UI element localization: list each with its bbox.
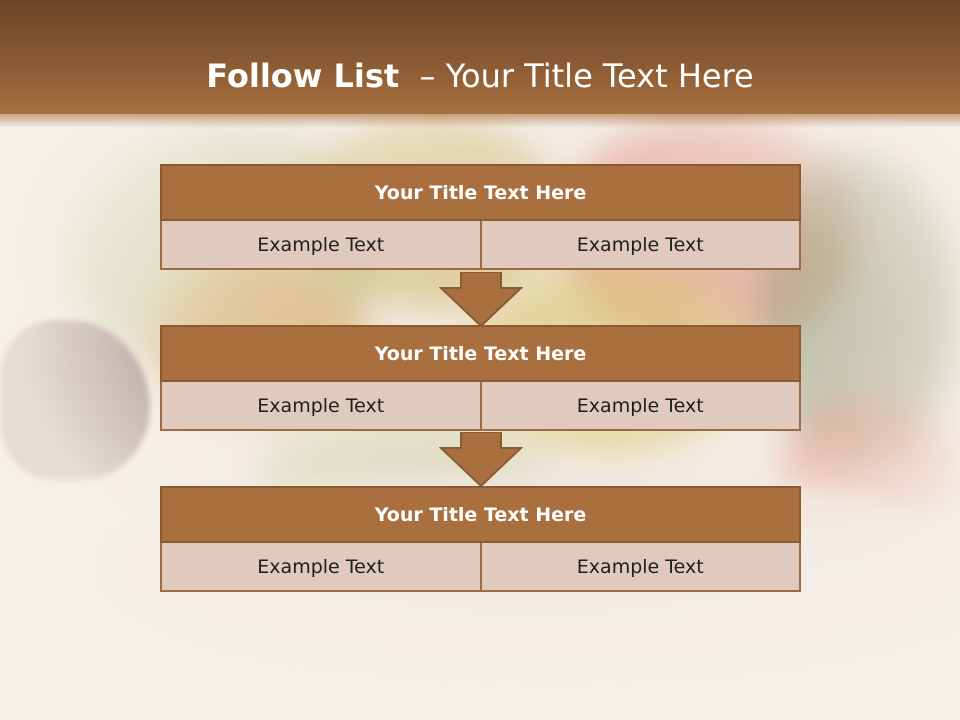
down-arrow-icon xyxy=(439,272,523,328)
page-title-rest: – Your Title Text Here xyxy=(399,57,754,95)
header-band xyxy=(0,0,960,128)
page-title-bold: Follow List xyxy=(206,57,400,95)
flow-block-title: Your Title Text Here xyxy=(160,486,801,543)
flow-block-1: Your Title Text Here Example Text Exampl… xyxy=(160,164,801,270)
flow-block-row: Example Text Example Text xyxy=(160,382,801,431)
flow-block-2: Your Title Text Here Example Text Exampl… xyxy=(160,325,801,431)
flow-block-cell-left: Example Text xyxy=(160,382,482,431)
flow-block-cell-left: Example Text xyxy=(160,543,482,592)
page-title: Follow List – Your Title Text Here xyxy=(0,54,960,98)
flow-block-cell-right: Example Text xyxy=(481,221,801,270)
flow-block-3: Your Title Text Here Example Text Exampl… xyxy=(160,486,801,592)
flow-block-cell-left: Example Text xyxy=(160,221,482,270)
flow-block-title: Your Title Text Here xyxy=(160,164,801,221)
flow-block-cell-right: Example Text xyxy=(481,382,801,431)
down-arrow-icon xyxy=(439,432,523,488)
flow-block-cell-right: Example Text xyxy=(481,543,801,592)
flow-block-row: Example Text Example Text xyxy=(160,221,801,270)
flow-block-row: Example Text Example Text xyxy=(160,543,801,592)
flow-block-title: Your Title Text Here xyxy=(160,325,801,382)
